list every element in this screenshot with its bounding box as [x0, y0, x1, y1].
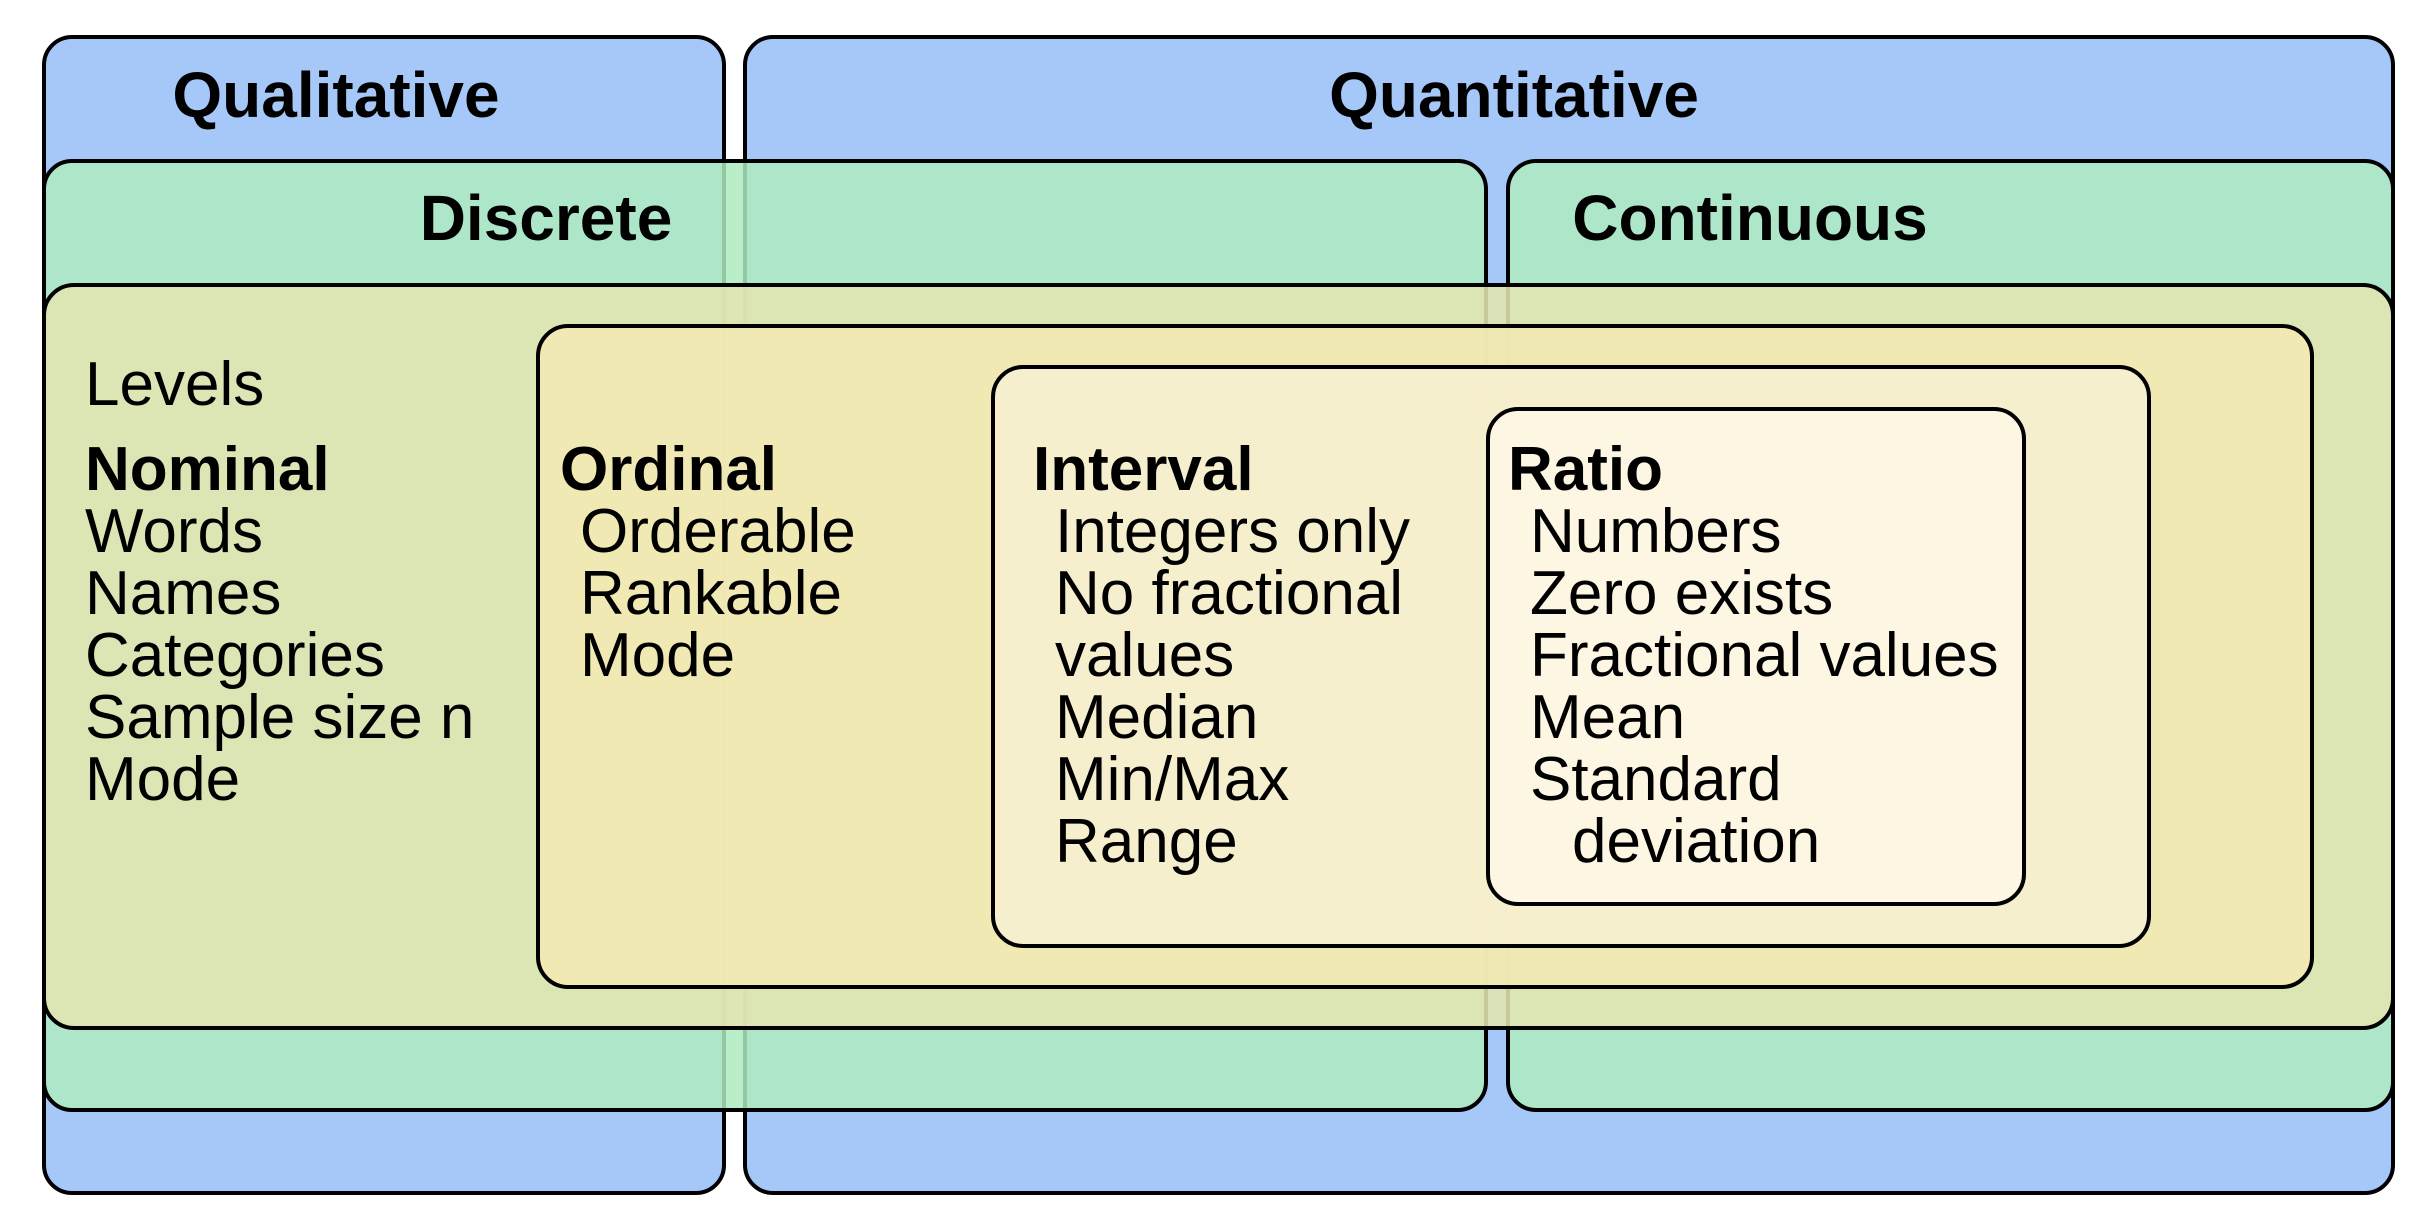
ratio-item: Zero exists [1530, 559, 1833, 628]
ratio-item: Mean [1530, 683, 1685, 752]
interval-item: No fractional [1055, 559, 1403, 628]
nominal-title: Nominal [85, 435, 330, 504]
nominal-item: Categories [85, 621, 385, 690]
interval-item: values [1055, 621, 1234, 690]
nominal-item: Names [85, 559, 281, 628]
interval-item: Median [1055, 683, 1258, 752]
nominal-item: Mode [85, 745, 240, 814]
ratio-item: Fractional values [1530, 621, 1999, 690]
ratio-item: Standard [1530, 745, 1782, 814]
ordinal-title: Ordinal [560, 435, 777, 504]
ratio-item: Numbers [1530, 497, 1782, 566]
ordinal-item: Orderable [580, 497, 856, 566]
ordinal-item: Rankable [580, 559, 842, 628]
qualitative-heading: Qualitative [172, 59, 499, 131]
quantitative-heading: Quantitative [1329, 59, 1699, 131]
ratio-item: deviation [1572, 807, 1820, 876]
nominal-item: Words [85, 497, 263, 566]
interval-title: Interval [1033, 435, 1254, 504]
interval-item: Range [1055, 807, 1238, 876]
levels-title: Levels [85, 350, 264, 419]
ratio-title: Ratio [1508, 435, 1663, 504]
ordinal-item: Mode [580, 621, 735, 690]
continuous-heading: Continuous [1572, 182, 1927, 254]
discrete-heading: Discrete [420, 182, 673, 254]
ratio-box [1486, 407, 2026, 906]
interval-item: Integers only [1055, 497, 1410, 566]
interval-item: Min/Max [1055, 745, 1289, 814]
nominal-item: Sample size n [85, 683, 474, 752]
